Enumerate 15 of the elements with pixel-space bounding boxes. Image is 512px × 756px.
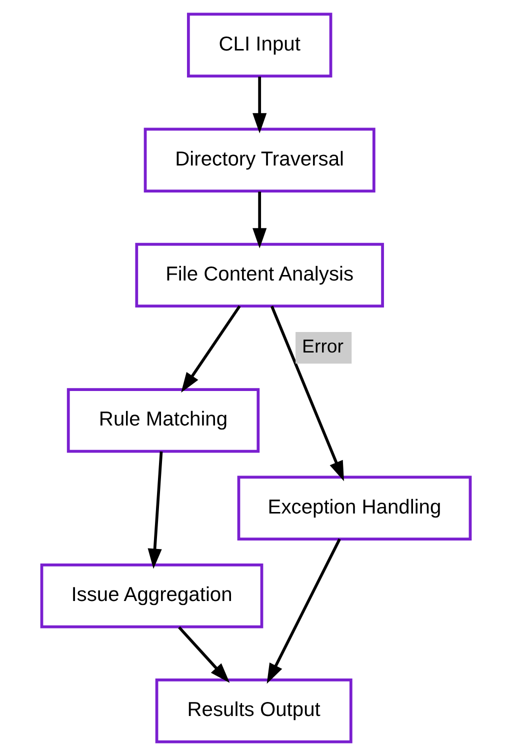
arrow (252, 76, 267, 134)
node-box: File Content Analysis (135, 242, 384, 308)
arrow (181, 305, 241, 393)
node-box: Exception Handling (237, 476, 472, 540)
arrow (148, 451, 163, 569)
node-box: Results Output (155, 678, 352, 744)
node-box: Rule Matching (66, 388, 260, 453)
arrow (270, 306, 344, 482)
arrow (178, 626, 230, 683)
arrow (266, 538, 341, 684)
arrow (252, 192, 267, 248)
edge-label: Error (302, 336, 344, 357)
node-box: Directory Traversal (144, 128, 376, 192)
node-box: Issue Aggregation (40, 564, 264, 628)
node-box: CLI Input (186, 12, 332, 78)
